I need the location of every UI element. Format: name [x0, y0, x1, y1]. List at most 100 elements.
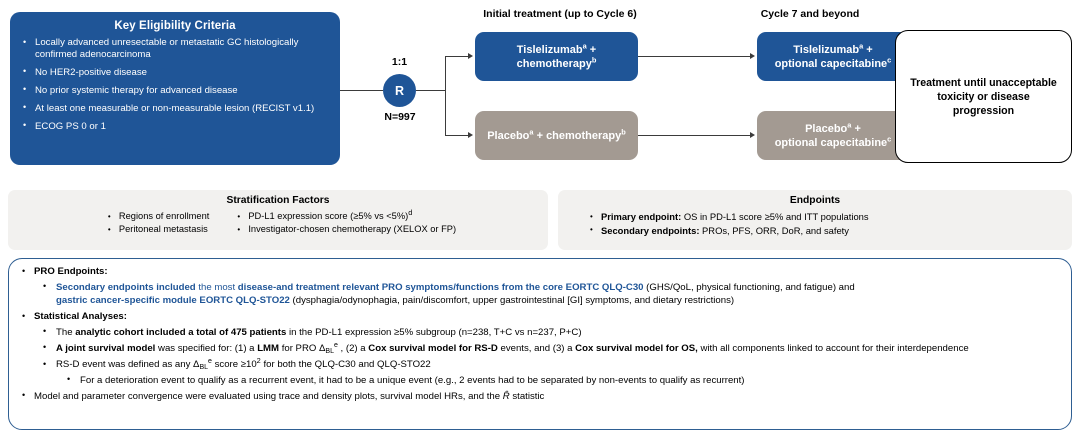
arrowhead-icon — [468, 131, 473, 138]
connector-r-split — [445, 56, 447, 136]
pro-core-bold: disease-and treatment relevant PRO sympt… — [237, 281, 644, 293]
pro-sto22-detail: (dysphagia/odynophagia, pain/discomfort,… — [289, 295, 735, 307]
delta-subscript: BL — [199, 364, 209, 372]
arm-line1: Placebo — [805, 122, 848, 135]
list-item: PD-L1 expression score (≥5% vs <5%)d — [235, 207, 456, 223]
endpoints-panel: Endpoints Primary endpoint: OS in PD-L1 … — [558, 190, 1072, 250]
arm-line1: Placebo — [487, 129, 530, 142]
list-item: Regions of enrollment — [106, 210, 209, 223]
delta-subscript: BL — [325, 347, 334, 355]
column-header-initial-treatment: Initial treatment (up to Cycle 6) — [483, 8, 637, 20]
treatment-until-box: Treatment until unacceptable toxicity or… — [895, 30, 1072, 163]
footnote-marker: c — [887, 54, 892, 64]
statistical-analyses-label: Statistical Analyses: — [34, 311, 127, 323]
convergence-pre: Model and parameter convergence were eva… — [34, 390, 503, 402]
randomization-ratio-label: 1:1 — [391, 56, 408, 68]
stat-joint-t4: events, and (3) a — [497, 342, 576, 354]
stat-lmm-bold: LMM — [257, 342, 280, 354]
footnote-marker: e — [208, 357, 212, 365]
arm-plus: + — [863, 43, 873, 56]
stat-rsd-post: for both the QLQ-C30 and QLQ-STO22 — [260, 359, 431, 371]
stat-joint-t3: , (2) a — [337, 342, 369, 354]
list-item-statistical-analyses: Statistical Analyses: The analytic cohor… — [17, 310, 1063, 387]
arm-plus: + — [586, 43, 597, 56]
footnote-marker: 2 — [256, 355, 261, 365]
pro-secondary-plain: the most — [195, 281, 238, 293]
stat-rsd-pre: RS-D event was defined as any Δ — [56, 359, 200, 371]
stratification-title: Stratification Factors — [226, 195, 330, 206]
randomization-node: R — [383, 74, 416, 107]
stratification-column-1: Regions of enrollment Peritoneal metasta… — [106, 210, 209, 236]
strat-pdl1-text: PD-L1 expression score (≥5% vs <5%) — [248, 211, 409, 221]
stat-cox-os-bold: Cox survival model for OS, — [575, 342, 698, 354]
until-line1: Treatment until unacceptable — [910, 76, 1057, 89]
arm-line1: Tislelizumab — [793, 43, 860, 56]
primary-endpoint-label: Primary endpoint: — [601, 211, 682, 222]
connector-to-arm-top — [445, 56, 469, 58]
secondary-endpoint-text: PROs, PFS, ORR, DoR, and safety — [699, 224, 849, 236]
connector-eligibility-to-randomization — [340, 90, 383, 92]
pro-endpoints-sublist: Secondary endpoints included the most di… — [34, 280, 1063, 308]
arrowhead-icon — [468, 52, 473, 59]
footnote-marker: e — [333, 341, 338, 349]
pro-endpoints-statistics-panel: PRO Endpoints: Secondary endpoints inclu… — [8, 258, 1072, 430]
footnote-marker: c — [887, 133, 892, 143]
list-item: The analytic cohort included a total of … — [34, 325, 1063, 340]
footnote-marker: b — [621, 126, 626, 136]
bottom-outline-list: PRO Endpoints: Secondary endpoints inclu… — [17, 265, 1063, 403]
arm-box-placebo-chemotherapy: Placeboa + chemotherapyb — [475, 111, 638, 160]
stat-cohort-pre: The — [56, 326, 76, 338]
connector-top-arm-to-cycle7 — [638, 56, 751, 58]
stat-joint-t2: for PRO Δ — [279, 342, 326, 354]
rhat-statistic: R̂ — [502, 390, 510, 402]
until-line2: toxicity or disease progression — [937, 90, 1030, 117]
list-item: For a deterioration event to qualify as … — [56, 373, 1063, 388]
stat-cohort-post: in the PD-L1 expression ≥5% subgroup (n=… — [286, 326, 582, 338]
footnote-marker: d — [408, 207, 413, 217]
stat-cohort-bold: analytic cohort included a total of 475 … — [75, 326, 287, 338]
list-item: At least one measurable or non-measurabl… — [20, 102, 330, 115]
stratification-factors-panel: Stratification Factors Regions of enroll… — [8, 190, 548, 250]
footnote-marker: a — [859, 40, 864, 50]
pro-secondary-bold: Secondary endpoints included — [56, 281, 196, 293]
stat-joint-model-bold: A joint survival model — [56, 342, 156, 354]
connector-r-stem — [416, 90, 446, 92]
list-item-pro-endpoints: PRO Endpoints: Secondary endpoints inclu… — [17, 265, 1063, 308]
deterioration-sublist: For a deterioration event to qualify as … — [56, 373, 1063, 388]
arm-plus: + — [851, 122, 861, 135]
pro-endpoints-label: PRO Endpoints: — [34, 266, 108, 277]
list-item: Secondary endpoints: PROs, PFS, ORR, DoR… — [588, 223, 1072, 238]
primary-endpoint-text: OS in PD-L1 score ≥5% and ITT population… — [681, 211, 869, 222]
eligibility-criteria-list: Locally advanced unresectable or metasta… — [20, 36, 330, 133]
list-item: Locally advanced unresectable or metasta… — [20, 36, 330, 60]
statistical-analyses-sublist: The analytic cohort included a total of … — [34, 325, 1063, 388]
eligibility-title: Key Eligibility Criteria — [114, 20, 236, 32]
stat-cox-rsd-bold: Cox survival model for RS-D — [368, 342, 498, 354]
pro-core-detail: (GHS/QoL, physical functioning, and fati… — [643, 281, 855, 293]
arm-box-tislelizumab-chemotherapy: Tislelizumaba + chemotherapyb — [475, 32, 638, 81]
stratification-column-2: PD-L1 expression score (≥5% vs <5%)d Inv… — [235, 207, 456, 236]
footnote-marker: a — [529, 126, 534, 136]
list-item-convergence: Model and parameter convergence were eva… — [17, 389, 1063, 404]
arrowhead-icon — [750, 52, 755, 59]
list-item: A joint survival model was specified for… — [34, 341, 1063, 356]
connector-bottom-arm-to-cycle7 — [638, 135, 751, 137]
arm-box-tislelizumab-capecitabine: Tislelizumaba + optional capecitabinec — [757, 32, 909, 81]
list-item: ECOG PS 0 or 1 — [20, 120, 330, 133]
column-header-cycle7: Cycle 7 and beyond — [760, 8, 860, 20]
stat-joint-t1: was specified for: (1) a — [155, 342, 258, 354]
list-item: No HER2-positive disease — [20, 66, 330, 79]
secondary-endpoint-label: Secondary endpoints: — [601, 224, 700, 236]
list-item: RS-D event was defined as any ΔBLe score… — [34, 355, 1063, 388]
pro-sto22-bold: gastric cancer-specific module EORTC QLQ… — [56, 295, 290, 307]
arm-line1: Tislelizumab — [516, 43, 583, 56]
connector-to-arm-bottom — [445, 135, 469, 137]
arrowhead-icon — [750, 131, 755, 138]
stat-rsd-mid: score ≥10 — [211, 359, 257, 371]
endpoints-list: Primary endpoint: OS in PD-L1 score ≥5% … — [558, 210, 1072, 237]
key-eligibility-criteria-box: Key Eligibility Criteria Locally advance… — [10, 12, 340, 165]
arm-line2: optional capecitabine — [774, 136, 888, 149]
sample-size-label: N=997 — [384, 111, 416, 123]
list-item: Investigator-chosen chemotherapy (XELOX … — [235, 223, 456, 236]
list-item: No prior systemic therapy for advanced d… — [20, 84, 330, 97]
